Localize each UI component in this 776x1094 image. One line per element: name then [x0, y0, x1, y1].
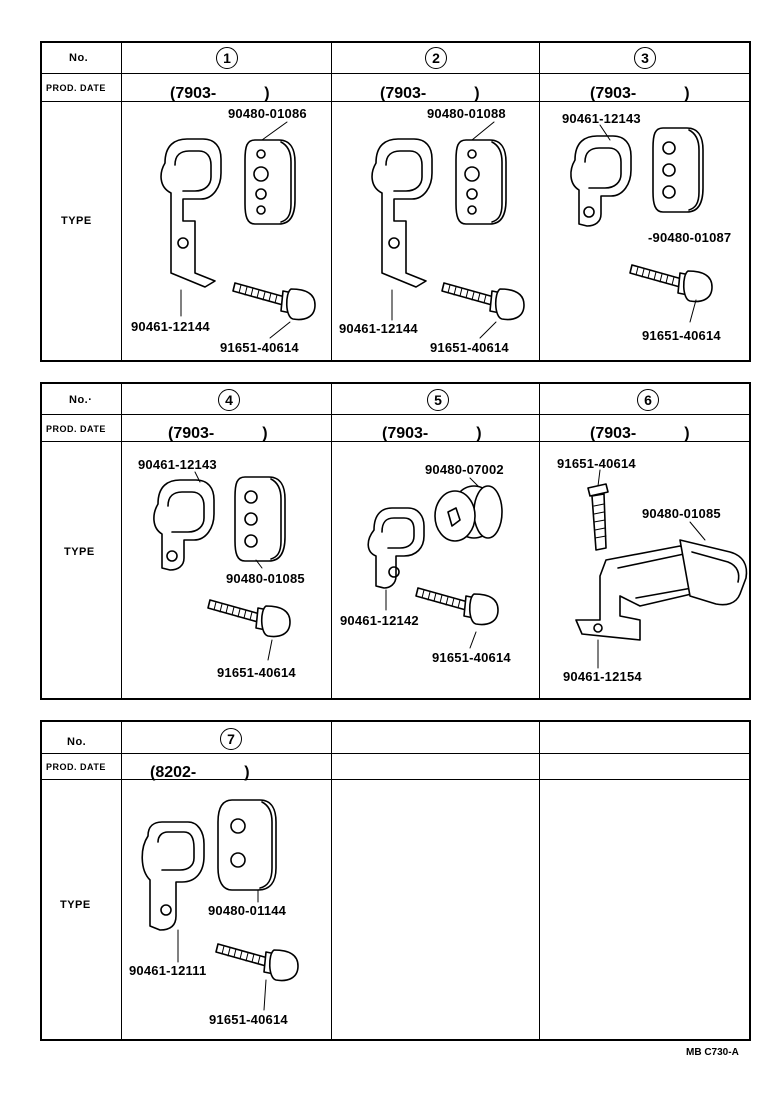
- parts-table-3: No. PROD. DATE TYPE 7 (8202- ) 90480-011…: [40, 720, 751, 1041]
- parts-table-1: No. PROD. DATE TYPE 1 (7903- ) 90480-010…: [40, 41, 751, 362]
- item-number-1: 1: [216, 47, 238, 69]
- part-number-6b: 90480-01085: [642, 506, 721, 521]
- part-number-1c: 91651-40614: [220, 340, 299, 355]
- no-label: No.·: [69, 394, 93, 406]
- prod-date-4: (7903- ): [168, 425, 268, 442]
- item-number-3: 3: [634, 47, 656, 69]
- part-number-5b: 90461-12142: [340, 613, 419, 628]
- item-number-6: 6: [637, 389, 659, 411]
- part-number-5a: 90480-07002: [425, 462, 504, 477]
- prod-date-2: (7903- ): [380, 85, 480, 102]
- prod-date-6: (7903- ): [590, 425, 690, 442]
- part-number-3c: 91651-40614: [642, 328, 721, 343]
- part-number-5c: 91651-40614: [432, 650, 511, 665]
- type-label: TYPE: [60, 899, 91, 911]
- part-number-2c: 91651-40614: [430, 340, 509, 355]
- part-number-2a: 90480-01088: [427, 106, 506, 121]
- part-number-3b: -90480-01087: [648, 230, 732, 245]
- part-number-4b: 90480-01085: [226, 571, 305, 586]
- prod-date-label: PROD. DATE: [46, 83, 106, 93]
- part-number-3a: 90461-12143: [562, 111, 641, 126]
- part-number-4c: 91651-40614: [217, 665, 296, 680]
- no-label: No.: [67, 736, 87, 748]
- prod-date-label: PROD. DATE: [46, 424, 106, 434]
- type-label: TYPE: [64, 546, 95, 558]
- item-number-7: 7: [220, 728, 242, 750]
- item-number-2: 2: [425, 47, 447, 69]
- prod-date-5: (7903- ): [382, 425, 482, 442]
- no-label: No.: [69, 52, 89, 64]
- part-number-7a: 90480-01144: [208, 903, 287, 918]
- part-number-4a: 90461-12143: [138, 457, 217, 472]
- part-number-7c: 91651-40614: [209, 1012, 288, 1027]
- item-number-5: 5: [427, 389, 449, 411]
- prod-date-7: (8202- ): [150, 764, 250, 781]
- part-number-6c: 90461-12154: [563, 669, 642, 684]
- drawing-code: MB C730-A: [686, 1047, 739, 1058]
- prod-date-3: (7903- ): [590, 85, 690, 102]
- parts-table-2: No.· PROD. DATE TYPE 4 (7903- ) 90461-12…: [40, 382, 751, 700]
- part-number-2b: 90461-12144: [339, 321, 418, 336]
- item-number-4: 4: [218, 389, 240, 411]
- part-number-1b: 90461-12144: [131, 319, 210, 334]
- type-label: TYPE: [61, 215, 92, 227]
- part-number-1a: 90480-01086: [228, 106, 307, 121]
- prod-date-label: PROD. DATE: [46, 762, 106, 772]
- part-number-6a: 91651-40614: [557, 456, 636, 471]
- prod-date-1: (7903- ): [170, 85, 270, 102]
- part-number-7b: 90461-12111: [129, 963, 207, 978]
